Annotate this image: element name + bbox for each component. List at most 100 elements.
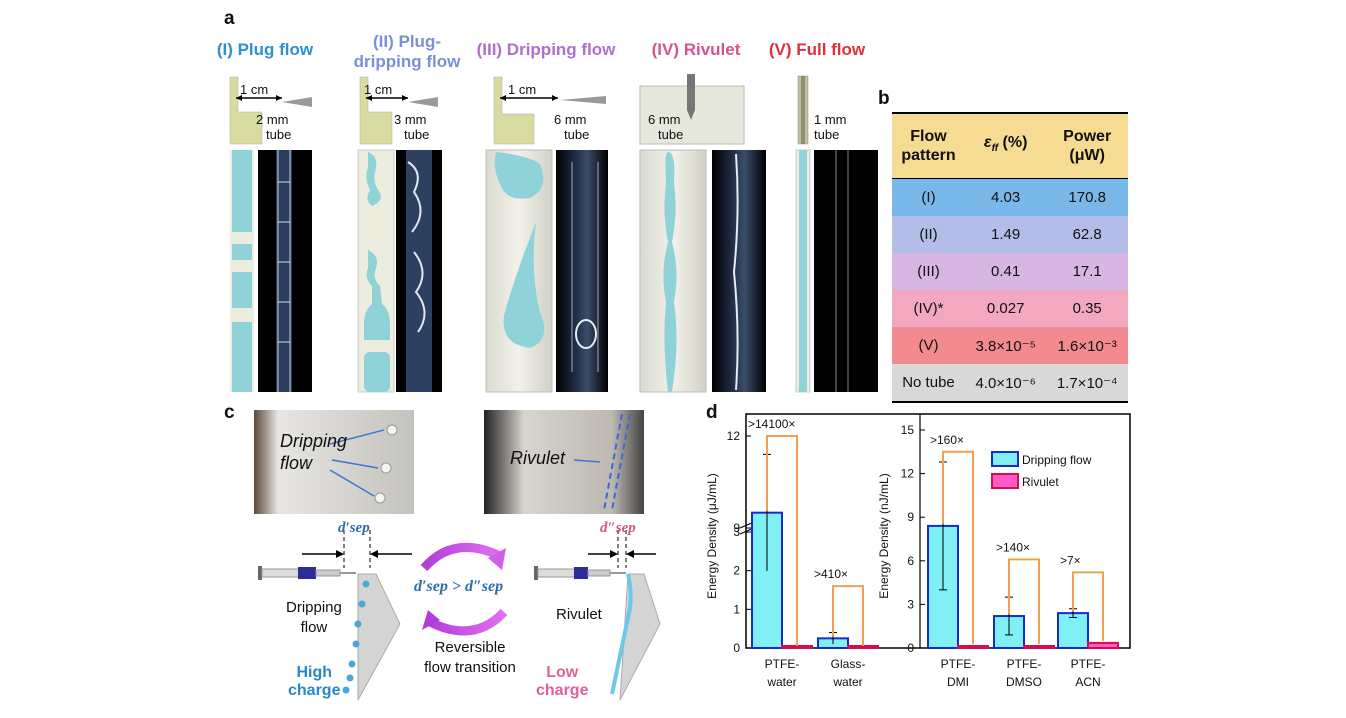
- ratio-bracket: [766, 435, 798, 646]
- cell-power: 1.7×10⁻⁴: [1056, 374, 1118, 392]
- reversible-cycle-arrows: [420, 542, 508, 636]
- left-flow-label: Dripping flow: [286, 598, 342, 638]
- high-charge-line2: charge: [288, 682, 341, 699]
- ratio-label: >140×: [996, 540, 1030, 554]
- rivulet-stream: [610, 573, 633, 695]
- full-flow-render: [795, 149, 811, 393]
- bar-dripping: [1057, 612, 1089, 649]
- scale-label-3: 1 cm: [508, 82, 537, 97]
- title-plug-dripping-line2: dripping flow: [353, 52, 461, 71]
- cell-eff: 0.41: [991, 263, 1021, 280]
- y-tick-label-left: 1: [733, 602, 740, 616]
- tube-label-6mm-line2: tube: [564, 127, 590, 142]
- low-charge-line2: charge: [536, 682, 589, 699]
- y-tick-label-left: 9: [733, 521, 740, 535]
- high-charge-label: High charge: [288, 664, 340, 700]
- rivulet-setup: [639, 74, 745, 145]
- title-rivulet-text: (IV) Rivulet: [651, 40, 741, 59]
- y-tick-label-right: 12: [901, 467, 915, 481]
- title-plug-flow-text: (I) Plug flow: [216, 40, 314, 59]
- photo-dripping-label: Dripping flow: [280, 430, 347, 474]
- header-power-line1: Power: [1063, 128, 1112, 145]
- full-flow-photo: [814, 150, 878, 392]
- tube-label-2mm: 2 mm tube: [256, 112, 316, 142]
- panel-c-illustration: [254, 410, 661, 701]
- cell-eff: 3.8×10⁻⁵: [975, 337, 1036, 355]
- y-tick-label-left: 2: [733, 564, 740, 578]
- table-row: No tube 4.0×10⁻⁶ 1.7×10⁻⁴: [892, 364, 1128, 402]
- tube-label-1mm-line1: 1 mm: [814, 112, 847, 127]
- panel-d-label: d: [706, 402, 718, 423]
- tube-label-1mm: 1 mm tube: [814, 112, 874, 142]
- cell-power: 170.8: [1068, 189, 1106, 206]
- category-label: PTFE-: [765, 657, 800, 671]
- table-row: (II) 1.49 62.8: [892, 216, 1128, 253]
- left-flow-line1: Dripping: [286, 599, 342, 616]
- tube-label-6mm-rivulet: 6 mm tube: [648, 112, 708, 142]
- tube-label-6mm-rivulet-line1: 6 mm: [648, 112, 681, 127]
- cell-pattern: (V): [918, 337, 939, 354]
- category-label: PTFE-: [1071, 657, 1106, 671]
- tube-label-3mm: 3 mm tube: [394, 112, 454, 142]
- ratio-label: >14100×: [748, 417, 795, 431]
- transition-line2: flow transition: [424, 659, 516, 676]
- header-efficiency: εff (%): [965, 113, 1046, 179]
- photo-rivulet-label: Rivulet: [510, 448, 566, 468]
- table-row: (V) 3.8×10⁻⁵ 1.6×10⁻³: [892, 327, 1128, 364]
- header-efficiency-sub: ff: [991, 143, 999, 155]
- table-row: (III) 0.41 17.1: [892, 253, 1128, 290]
- plug-dripping-setup: [359, 76, 438, 145]
- y-tick-label-right: 15: [901, 423, 915, 437]
- panel-a-illustration: [229, 74, 878, 393]
- y-tick-label-right: 9: [907, 510, 914, 524]
- left-droplets: [342, 580, 370, 694]
- plug-dripping-photo: [396, 150, 442, 392]
- low-charge-line1: Low: [546, 664, 579, 681]
- ratio-bracket: [1008, 558, 1040, 644]
- left-syringe: [258, 566, 356, 580]
- cell-eff: 4.0×10⁻⁶: [975, 374, 1036, 392]
- bar-rivulet: [1023, 645, 1055, 649]
- cell-power: 62.8: [1072, 226, 1102, 243]
- right-flow-label: Rivulet: [556, 606, 602, 623]
- legend-swatch-rivulet: [991, 473, 1019, 489]
- header-flow-pattern-line1: Flow: [910, 128, 947, 145]
- title-full-flow: (V) Full flow: [758, 40, 876, 60]
- legend-label-rivulet: Rivulet: [1022, 475, 1059, 489]
- reversible-transition-label: Reversible flow transition: [408, 638, 532, 678]
- ratio-label: >160×: [930, 433, 964, 447]
- tube-label-2mm-line1: 2 mm: [256, 112, 289, 127]
- table-row: (IV)* 0.027 0.35: [892, 290, 1128, 327]
- category-label: water: [766, 675, 796, 689]
- bar-rivulet: [957, 645, 989, 649]
- header-flow-pattern: Flow pattern: [892, 113, 965, 179]
- header-flow-pattern-line2: pattern: [901, 147, 956, 164]
- ratio-label: >7×: [1060, 553, 1081, 567]
- plug-flow-setup: [229, 76, 312, 145]
- scale-label-1: 1 cm: [240, 82, 269, 97]
- panel-a-label: a: [224, 8, 235, 29]
- dsep-left-label: d′sep: [338, 520, 370, 536]
- y-axis-label-left: Energy Density (μJ/mL): [705, 473, 719, 599]
- scale-label-2: 1 cm: [364, 82, 393, 97]
- cell-eff: 0.027: [986, 300, 1025, 317]
- category-label: Glass-: [831, 657, 866, 671]
- tube-label-6mm: 6 mm tube: [554, 112, 614, 142]
- low-charge-label: Low charge: [536, 664, 588, 700]
- tube-label-6mm-rivulet-line2: tube: [658, 127, 684, 142]
- y-tick-label-left: 0: [733, 641, 740, 655]
- plug-dripping-render: [357, 149, 395, 393]
- category-label: PTFE-: [941, 657, 976, 671]
- cell-power: 1.6×10⁻³: [1057, 337, 1117, 355]
- tube-label-3mm-line1: 3 mm: [394, 112, 427, 127]
- tube-label-3mm-line2: tube: [404, 127, 430, 142]
- y-tick-label-right: 3: [907, 597, 914, 611]
- cell-pattern: (I): [921, 189, 936, 206]
- bar-rivulet: [781, 644, 813, 649]
- dripping-photo: [556, 150, 608, 392]
- cell-eff: 1.49: [991, 226, 1021, 243]
- cell-pattern: (III): [917, 263, 940, 280]
- y-tick-label-right: 6: [907, 554, 914, 568]
